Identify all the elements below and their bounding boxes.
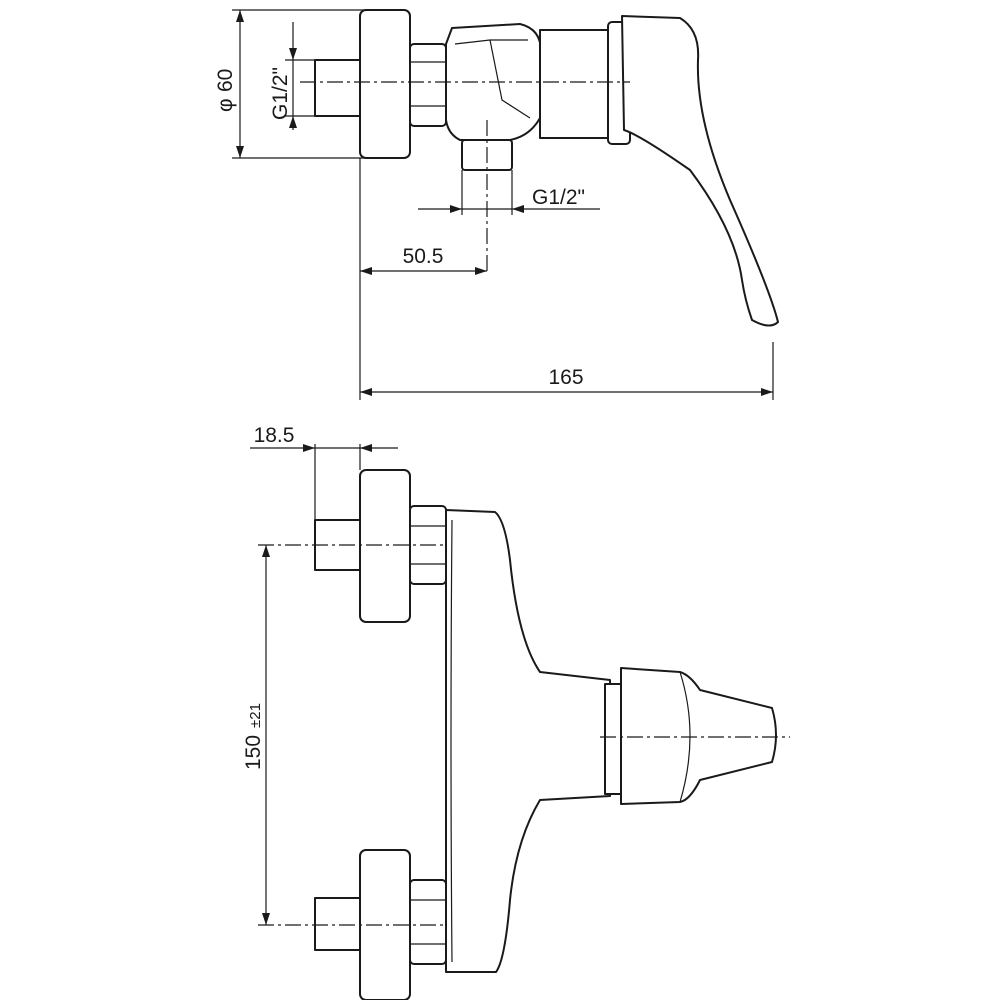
dim-thread-inlet: G1/2" [269,67,292,120]
dim-centers-tolerance: ±21 [247,703,264,728]
side-wall-flange [359,9,411,159]
front-lever-facet [679,671,691,803]
dim-arrow [262,913,270,925]
dim-arrow [289,116,297,128]
front-lever-handle [620,667,777,805]
dim-arrow [450,205,462,213]
dim-arrow [761,388,773,396]
front-mixer-body [445,509,611,973]
side-valve-body-facet [454,39,531,119]
dim-dia-symbol: φ [214,98,237,112]
side-view: φ 60 G1/2" G1/2" 50.5 165 [214,9,779,400]
dim-arrow [303,444,315,452]
front-lower-hex-nut [409,879,447,965]
front-view: 18.5 150 ±21 [242,424,790,1000]
dim-arrow [262,545,270,557]
dim-thread-outlet: G1/2" [532,186,585,209]
front-lower-pipe [314,897,361,951]
side-hex-nut [409,43,447,127]
dim-arrow [360,388,372,396]
front-upper-flange [359,469,411,623]
dim-offset-50-5: 50.5 [403,245,444,268]
dim-arrow [475,267,487,275]
front-mixer-body-edge [450,519,453,963]
dim-arrow [512,205,524,213]
dim-arrow [289,48,297,60]
side-lever-handle [621,15,779,327]
dim-arrow [236,146,244,158]
dim-wall-18-5: 18.5 [254,424,295,447]
dim-arrow [360,444,372,452]
dim-arrow [360,267,372,275]
dim-arrow [236,10,244,22]
dim-centers-150: 150 [242,735,265,770]
dim-diameter-60: 60 [214,69,237,92]
side-cartridge-bonnet [539,29,609,139]
side-inlet-pipe [314,59,361,117]
dim-depth-165: 165 [548,366,583,389]
